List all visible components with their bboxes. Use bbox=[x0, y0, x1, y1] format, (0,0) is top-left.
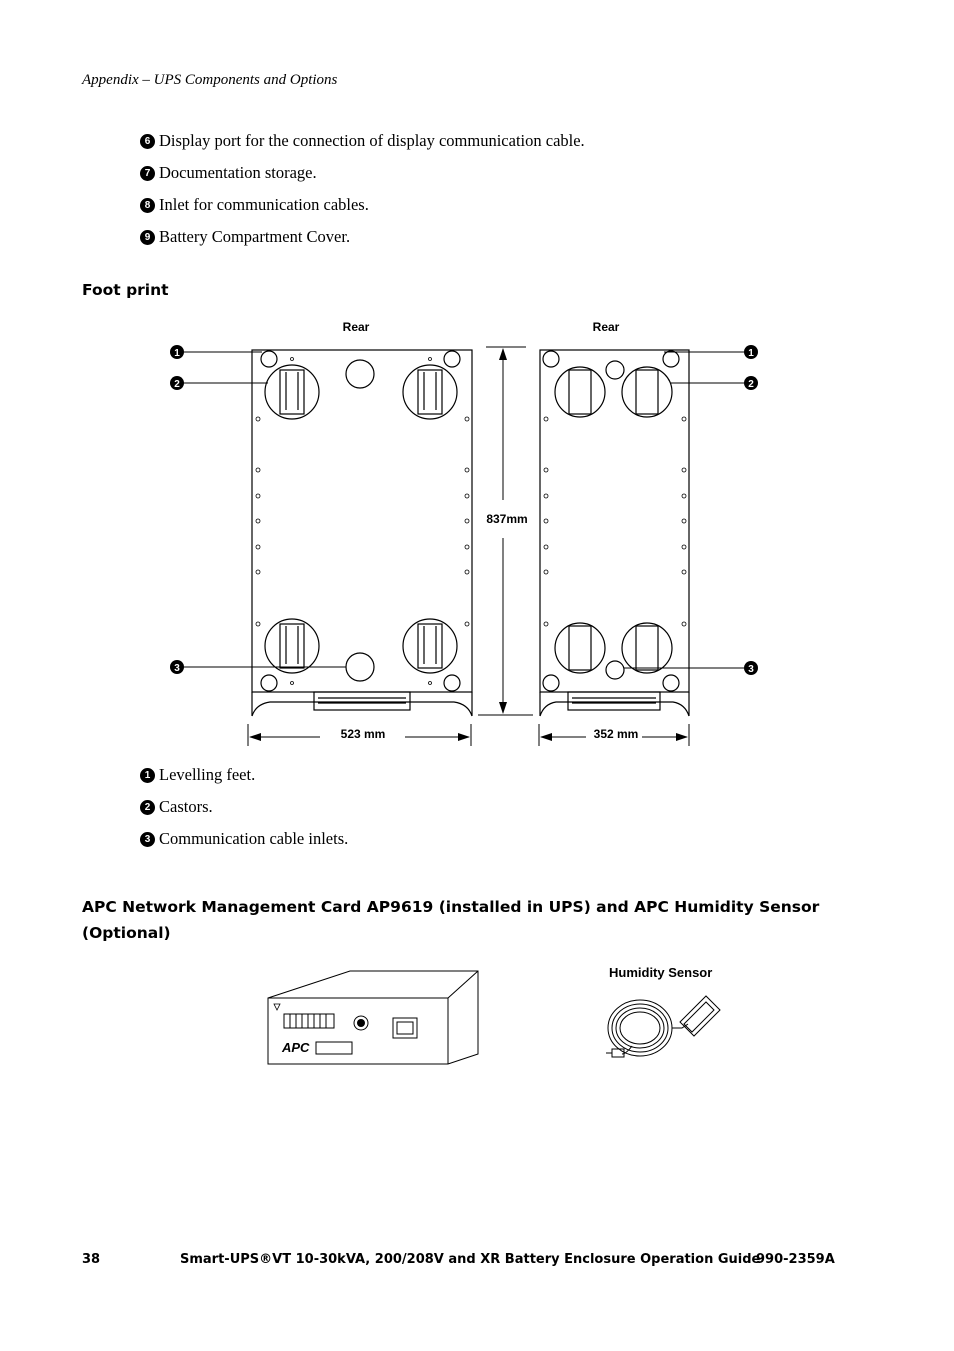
list-item-text: Levelling feet. bbox=[159, 765, 256, 784]
left-rear-label: Rear bbox=[343, 320, 370, 334]
right-mounting-holes bbox=[543, 416, 687, 627]
footprint-diagram: Rear Rear bbox=[170, 320, 758, 746]
footer-doc-number: 990-2359A bbox=[756, 1252, 835, 1267]
callout-2-right: 2 bbox=[748, 379, 754, 390]
list-item-text: Documentation storage. bbox=[159, 163, 317, 182]
callout-3-left: 3 bbox=[174, 663, 180, 674]
nmc-heading-line2: (Optional) bbox=[82, 924, 171, 942]
height-dimension bbox=[478, 346, 533, 716]
left-width-dimension bbox=[247, 724, 472, 746]
number-badge: 9 bbox=[140, 229, 155, 245]
callout-2-left: 2 bbox=[174, 379, 180, 390]
running-header: Appendix – UPS Components and Options bbox=[82, 72, 338, 88]
nmc-heading-line1: APC Network Management Card AP9619 (inst… bbox=[82, 898, 820, 916]
humidity-sensor-illustration bbox=[606, 995, 721, 1058]
callout-3-right: 3 bbox=[748, 664, 754, 675]
right-enclosure-footprint bbox=[539, 349, 690, 717]
number-badge: 8 bbox=[140, 197, 155, 213]
left-enclosure-footprint bbox=[251, 349, 473, 717]
callout-badges: 1 2 3 1 2 3 bbox=[170, 345, 758, 675]
humidity-sensor-label: Humidity Sensor bbox=[609, 965, 713, 980]
list-item-text: Battery Compartment Cover. bbox=[159, 227, 351, 246]
number-badge: 7 bbox=[140, 165, 155, 181]
callout-1-right: 1 bbox=[748, 348, 754, 359]
network-management-card-illustration: APC bbox=[267, 970, 479, 1065]
number-badge: 2 bbox=[140, 799, 155, 815]
callout-lines bbox=[183, 351, 744, 669]
number-badge: 3 bbox=[140, 831, 155, 847]
number-badge: 6 bbox=[140, 133, 155, 149]
footprint-heading: Foot print bbox=[82, 281, 169, 299]
list-item-text: Display port for the connection of displ… bbox=[159, 131, 585, 150]
nmc-heading: APC Network Management Card AP9619 (inst… bbox=[82, 894, 819, 946]
page-number: 38 bbox=[82, 1252, 101, 1267]
list-item-text: Inlet for communication cables. bbox=[159, 195, 369, 214]
left-width-label: 523 mm bbox=[341, 727, 386, 741]
left-mounting-holes bbox=[255, 357, 470, 685]
footer-guide-title: Smart-UPS®VT 10-30kVA, 200/208V and XR B… bbox=[180, 1252, 761, 1267]
callout-1-left: 1 bbox=[174, 348, 180, 359]
number-badge: 1 bbox=[140, 767, 155, 783]
apc-logo-text: APC bbox=[281, 1040, 310, 1055]
list-item-text: Communication cable inlets. bbox=[159, 829, 349, 848]
right-width-dimension bbox=[538, 724, 690, 746]
right-rear-label: Rear bbox=[593, 320, 620, 334]
right-width-label: 352 mm bbox=[594, 727, 639, 741]
list-item-text: Castors. bbox=[159, 797, 213, 816]
height-dim-label: 837mm bbox=[486, 512, 527, 526]
